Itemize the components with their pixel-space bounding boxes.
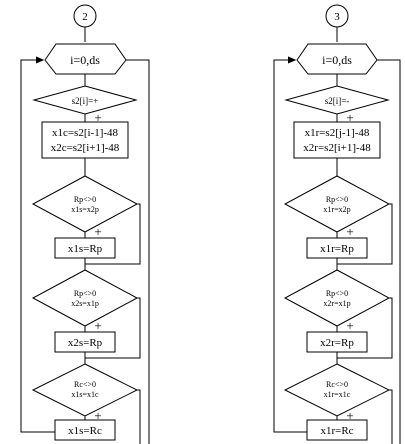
decision-diamond-left-3: [31, 269, 139, 327]
decision-label-right-3a: Rp<>0: [326, 289, 348, 298]
process-label-right-3: x2r=Rp: [320, 337, 354, 349]
plus-label-left-2: +: [94, 224, 101, 239]
decision-diamond-left-2: [31, 175, 139, 233]
loop-label-right: i=0,ds: [322, 53, 352, 67]
loop-back-line-left: [20, 60, 85, 433]
decision-label-left-4a: Rc<>0: [74, 380, 96, 389]
plus-label-right-3: +: [346, 318, 353, 333]
decision-diamond-right-3: [283, 269, 391, 327]
decision-diamond-right-2: [283, 175, 391, 233]
plus-label-right-1: +: [346, 110, 353, 125]
right-flowchart: 3 i=0,ds s2[i]=- + x1r=s2[j-1]-48 x2r=s2…: [273, 4, 401, 444]
decision-label-right-2b: x1r=x2p: [323, 205, 350, 214]
decision-label-left-2b: x1s=x2p: [71, 205, 99, 214]
plus-label-right-4: +: [346, 408, 353, 423]
loop-back-line-right: [273, 60, 337, 433]
bypass-line-left-3: [85, 297, 141, 359]
connector-label-left: 2: [82, 11, 88, 23]
decision-label-right-4b: x1r=x1c: [324, 390, 351, 399]
plus-label-right-2: +: [346, 224, 353, 239]
bypass-line-right-2: [337, 203, 393, 265]
process-label-left-1a: x1c=s2[i-1]-48: [52, 127, 119, 139]
process-box-left-4: [54, 419, 116, 441]
decision-label-left-1: s2[i]=+: [72, 96, 99, 106]
plus-label-left-4: +: [94, 408, 101, 423]
plus-label-left-3: +: [94, 318, 101, 333]
bypass-line-left-2: [85, 203, 141, 265]
decision-label-right-3b: x2r=x1p: [323, 299, 350, 308]
loop-exit-line-left: [126, 59, 150, 444]
loop-exit-line-right: [377, 59, 401, 444]
process-label-left-3: x2s=Rp: [68, 337, 103, 349]
decision-label-right-4a: Rc<>0: [326, 380, 348, 389]
process-label-left-1b: x2c=s2[i+1]-48: [51, 142, 120, 154]
decision-label-left-3b: x2s=x1p: [71, 299, 99, 308]
decision-label-left-3a: Rp<>0: [74, 289, 96, 298]
process-label-left-2: x1s=Rp: [68, 243, 103, 255]
process-box-right-4: [306, 419, 368, 441]
process-label-right-4: x1r=Rc: [320, 425, 353, 437]
decision-label-left-4b: x1s=x1c: [71, 390, 99, 399]
decision-label-right-2a: Rp<>0: [326, 195, 348, 204]
connector-label-right: 3: [334, 11, 340, 23]
decision-label-left-2a: Rp<>0: [74, 195, 96, 204]
bypass-line-right-3: [337, 297, 393, 359]
process-label-right-2: x1r=Rp: [320, 243, 354, 255]
process-label-right-1b: x2r=s2[i+1]-48: [303, 142, 371, 154]
process-label-left-4: x1s=Rc: [68, 425, 102, 437]
bypass-line-left-4: [137, 389, 141, 444]
process-label-right-1a: x1r=s2[j-1]-48: [305, 127, 370, 139]
process-box-left-1: [41, 121, 129, 159]
loop-label-left: i=0,ds: [70, 53, 100, 67]
left-flowchart: 2 i=0,ds s2[i]=+ + x1c=s2[i-1]-48 x2c=s2…: [20, 4, 150, 444]
decision-label-right-1: s2[i]=-: [325, 96, 350, 106]
bypass-line-right-4: [389, 389, 393, 444]
process-box-right-1: [293, 121, 381, 159]
plus-label-left-1: +: [94, 110, 101, 125]
